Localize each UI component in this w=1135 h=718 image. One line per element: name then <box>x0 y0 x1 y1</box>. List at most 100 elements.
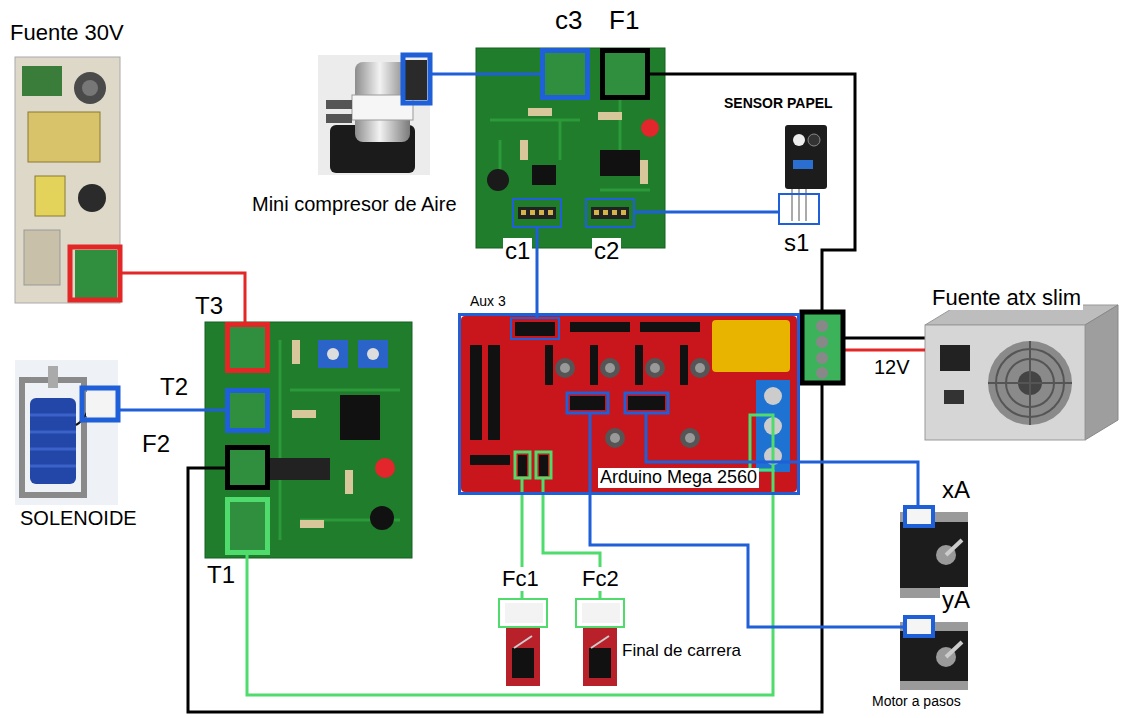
part-label: SENSOR PAPEL <box>722 96 835 111</box>
power-terminal-block <box>816 320 828 332</box>
part-label: T1 <box>205 562 237 588</box>
arduino-ramps-board <box>605 363 615 373</box>
limit-switch <box>583 628 617 686</box>
arduino-ramps-board <box>470 455 510 465</box>
board-wire-stub <box>521 478 524 495</box>
power-supply-30v-board <box>70 247 120 300</box>
paper-sensor <box>785 125 827 189</box>
solenoid-driver-board <box>358 340 388 368</box>
atx-power-supply <box>1085 305 1118 440</box>
arduino-ramps-board <box>685 433 695 443</box>
compressor-driver-board <box>548 210 553 215</box>
terminal-box: T2 <box>225 388 270 433</box>
atx-power-supply <box>944 390 964 404</box>
compressor-driver-board <box>476 48 665 248</box>
arduino-ramps-board <box>488 345 500 440</box>
paper-sensor <box>793 160 813 169</box>
part-label: yA <box>940 587 972 613</box>
power-supply-30v: Fuente 30V <box>15 57 120 303</box>
part-label: F1 <box>607 6 641 35</box>
terminal-box: T1 <box>225 497 270 555</box>
solenoid <box>86 392 114 416</box>
motor-connector: yA <box>903 615 935 638</box>
arduino-ramps-board <box>590 345 598 385</box>
limit-switch <box>512 648 534 678</box>
solenoid-driver-board <box>345 470 353 494</box>
atx-power-supply <box>940 345 970 371</box>
terminal-box: T3 <box>225 322 270 373</box>
arduino-ramps-board <box>518 455 527 476</box>
power-supply-30v-board <box>15 57 120 303</box>
arduino-ramps-board <box>645 358 665 378</box>
power-supply-30v-board <box>28 112 100 162</box>
arduino-ramps-board <box>570 396 605 410</box>
solenoid-driver-board <box>318 340 348 368</box>
power-supply-30v-board <box>75 250 117 298</box>
stepper-motor <box>900 617 968 690</box>
power-supply-30v-board <box>82 80 98 96</box>
arduino-ramps-board <box>555 358 575 378</box>
paper-sensor <box>793 134 805 146</box>
pin-header-box: c1 <box>512 198 562 228</box>
atx-power-supply <box>800 305 1118 440</box>
wire <box>635 211 778 214</box>
solenoid-driver-board <box>367 348 379 360</box>
arduino-ramps-board <box>764 387 782 405</box>
part-label: Arduino Mega 2560 <box>598 468 759 488</box>
wire <box>800 462 918 505</box>
power-terminal-block <box>802 312 843 383</box>
solenoid-driver-board <box>280 340 400 540</box>
paper-sensor <box>785 125 827 221</box>
air-compressor <box>318 55 430 175</box>
arduino-ramps-board <box>610 433 620 443</box>
arduino-ramps-board <box>567 393 608 413</box>
part-caption: Motor a pasos <box>870 694 963 709</box>
wire <box>120 273 245 322</box>
compressor-driver-board <box>520 140 528 160</box>
compressor-driver-board <box>530 210 535 215</box>
paper-sensor <box>791 189 793 221</box>
power-terminal-block <box>816 336 828 348</box>
arduino-ramps-board <box>470 345 482 440</box>
terminal-box: c3 <box>540 48 590 100</box>
power-supply-30v-board <box>78 184 106 212</box>
arduino-ramps-board <box>515 322 555 336</box>
air-compressor <box>403 55 430 103</box>
power-supply-30v-board <box>35 176 65 216</box>
part-label: xA <box>940 477 972 503</box>
power-terminal-block <box>816 352 828 364</box>
limit-switch <box>589 648 611 678</box>
arduino-ramps-board <box>625 393 668 413</box>
part-label: Aux 3 <box>468 294 508 309</box>
compressor-driver-board <box>487 169 509 191</box>
compressor-driver-board <box>476 48 665 248</box>
solenoid <box>82 388 118 420</box>
board-wire-stub <box>772 470 775 495</box>
solenoid <box>30 415 76 466</box>
solenoid-driver-board <box>327 348 339 360</box>
wire <box>590 495 903 627</box>
compressor-driver-board <box>539 210 544 215</box>
solenoid: SOLENOIDE <box>15 360 118 505</box>
solenoid-driver-board <box>205 322 412 558</box>
arduino-ramps-board <box>628 396 665 410</box>
solenoid-driver-board <box>292 410 316 418</box>
board-wire-stub <box>589 413 592 495</box>
limit-switch <box>582 603 620 686</box>
solenoid <box>30 398 76 484</box>
solenoid <box>15 360 118 505</box>
arduino-ramps-board <box>640 322 700 332</box>
switch-connector: Fc2 <box>575 598 625 628</box>
arduino-ramps-board <box>600 358 620 378</box>
part-label: Fc1 <box>500 567 541 591</box>
wire <box>521 495 524 598</box>
solenoid-driver-board <box>205 322 412 558</box>
air-compressor <box>326 100 352 109</box>
switch-connector: Fc1 <box>498 598 548 628</box>
solenoid <box>15 360 118 505</box>
solenoid-driver-board <box>300 520 324 528</box>
